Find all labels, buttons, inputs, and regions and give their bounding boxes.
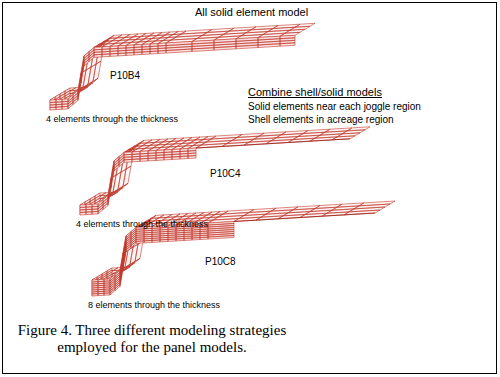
model-name: P10C8 <box>205 256 236 268</box>
annotation: 4 elements through the thickness <box>46 114 178 124</box>
panel-model <box>92 201 395 296</box>
annotation: Solid elements near each joggle region <box>248 101 421 113</box>
annotation: All solid element model <box>195 6 308 19</box>
shell-edge <box>234 213 375 221</box>
annotation: 8 elements through the thickness <box>88 300 220 310</box>
shell-edge <box>196 139 350 148</box>
mesh-top-surface <box>80 127 370 205</box>
mesh-front-face <box>50 35 295 110</box>
model-name: P10C4 <box>210 168 241 180</box>
annotation: 4 elements through the thickness <box>76 219 208 229</box>
section-heading: Combine shell/solid models <box>248 86 382 99</box>
model-name: P10B4 <box>110 70 140 82</box>
annotation: Shell elements in acreage region <box>248 114 394 126</box>
panel-meshes <box>50 23 395 296</box>
figure-frame <box>3 3 497 374</box>
mesh-front-face <box>80 148 196 215</box>
panel-model <box>80 127 370 215</box>
figure-caption: Figure 4. Three different modeling strat… <box>14 322 290 356</box>
